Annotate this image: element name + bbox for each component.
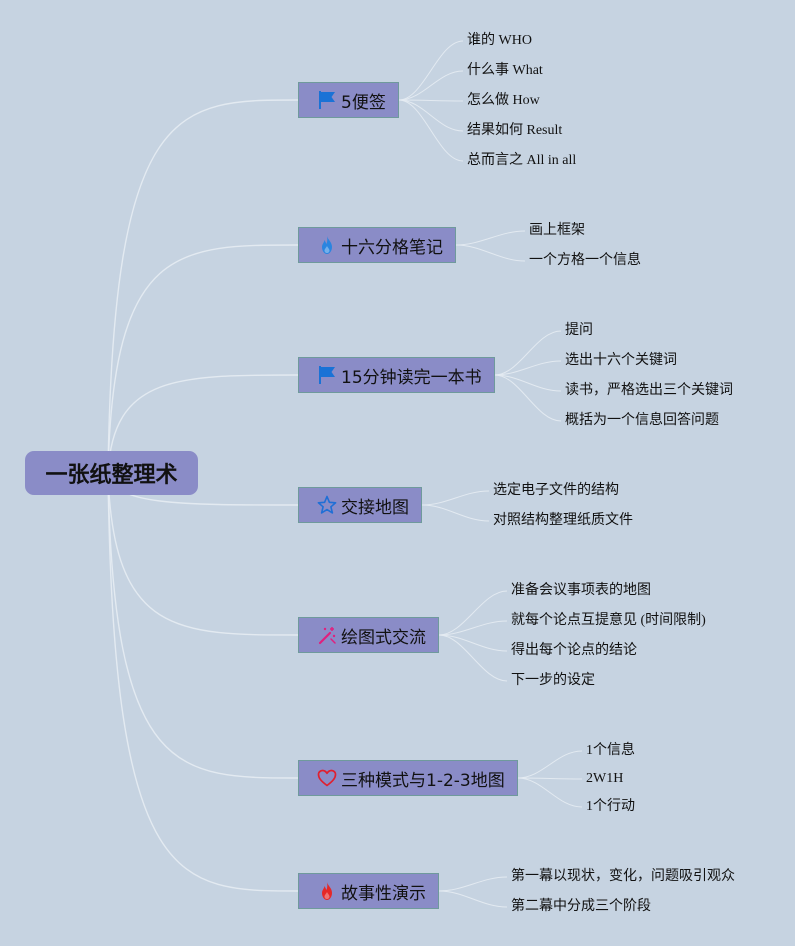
leaf-item[interactable]: 1个信息 [586,743,635,758]
branch-label: 绘图式交流 [341,627,426,648]
branch-read-book-15min[interactable]: 15分钟读完一本书 [298,357,495,393]
branch-three-modes[interactable]: 三种模式与1-2-3地图 [298,760,518,796]
flag-icon [317,365,337,385]
branch-label: 交接地图 [341,497,409,518]
leaf-item[interactable]: 什么事 What [467,63,543,78]
flame-icon [317,881,337,901]
leaf-item[interactable]: 提问 [565,323,593,338]
branch-label: 15分钟读完一本书 [341,367,482,388]
leaf-item[interactable]: 对照结构整理纸质文件 [493,513,633,528]
branch-label: 故事性演示 [341,883,426,904]
heart-icon [317,768,337,788]
branch-graphic-communication[interactable]: 绘图式交流 [298,617,439,653]
branch-sticky-notes[interactable]: 5便签 [298,82,399,118]
leaf-item[interactable]: 下一步的设定 [511,673,595,688]
leaf-item[interactable]: 就每个论点互提意见 (时间限制) [511,613,706,628]
leaf-item[interactable]: 选出十六个关键词 [565,353,677,368]
leaf-item[interactable]: 选定电子文件的结构 [493,483,619,498]
root-node[interactable]: 一张纸整理术 [25,451,198,495]
leaf-item[interactable]: 读书，严格选出三个关键词 [565,383,733,398]
leaf-item[interactable]: 结果如何 Result [467,123,563,138]
leaf-item[interactable]: 1个行动 [586,799,635,814]
leaf-item[interactable]: 得出每个论点的结论 [511,643,637,658]
branch-handover-map[interactable]: 交接地图 [298,487,422,523]
leaf-item[interactable]: 谁的 WHO [467,33,532,48]
magic-wand-icon [317,625,337,645]
leaf-item[interactable]: 准备会议事项表的地图 [511,583,651,598]
leaf-item[interactable]: 2W1H [586,771,624,786]
leaf-item[interactable]: 第二幕中分成三个阶段 [511,899,651,914]
leaf-item[interactable]: 怎么做 How [467,93,540,108]
leaf-item[interactable]: 一个方格一个信息 [529,253,641,268]
branch-story-presentation[interactable]: 故事性演示 [298,873,439,909]
branch-label: 5便签 [341,92,386,113]
branch-label: 十六分格笔记 [341,237,443,258]
branch-sixteen-grid-notes[interactable]: 十六分格笔记 [298,227,456,263]
star-icon [317,495,337,515]
leaf-item[interactable]: 总而言之 All in all [467,153,577,168]
leaf-item[interactable]: 概括为一个信息回答问题 [565,413,719,428]
root-label: 一张纸整理术 [45,463,178,488]
flag-icon [317,90,337,110]
leaf-item[interactable]: 第一幕以现状，变化，问题吸引观众 [511,869,735,884]
branch-label: 三种模式与1-2-3地图 [341,770,505,791]
leaf-item[interactable]: 画上框架 [529,223,585,238]
flame-icon [317,235,337,255]
